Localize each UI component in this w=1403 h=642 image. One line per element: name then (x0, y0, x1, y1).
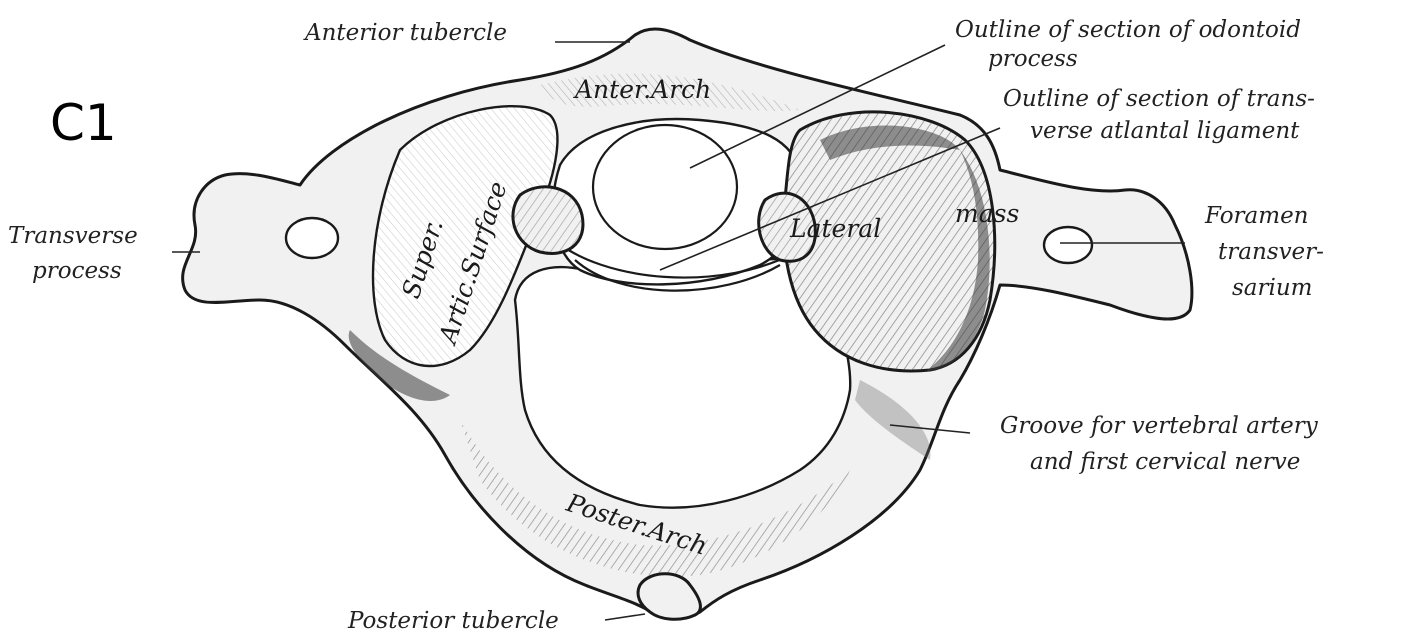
vertebra-title: C1 (50, 94, 117, 152)
label-odontoid-2: process (988, 46, 1078, 72)
label-foramen-1: Foramen (1204, 203, 1309, 229)
label-mass: mass (955, 199, 1019, 228)
label-odontoid-1: Outline of section of odontoid (955, 17, 1301, 43)
label-foramen-2: transver- (1218, 239, 1324, 265)
label-ligament-1: Outline of section of trans- (1003, 86, 1315, 112)
label-lateral: Lateral (789, 214, 881, 243)
label-transverse-2: process (32, 258, 122, 284)
label-posterior-tubercle: Posterior tubercle (347, 608, 559, 634)
leader-posterior-tubercle (605, 614, 645, 620)
foramen-transversarium-right (1044, 227, 1092, 263)
foramen-transversarium-left (286, 218, 338, 258)
label-groove-1: Groove for vertebral artery (1000, 413, 1319, 439)
label-anterior-arch: Anter.Arch (573, 75, 711, 104)
label-ligament-2: verse atlantal ligament (1030, 118, 1300, 144)
label-anterior-tubercle: Anterior tubercle (303, 20, 507, 46)
label-foramen-3: sarium (1232, 275, 1313, 301)
label-transverse-1: Transverse (8, 223, 138, 249)
label-groove-2: and first cervical nerve (1030, 449, 1300, 475)
